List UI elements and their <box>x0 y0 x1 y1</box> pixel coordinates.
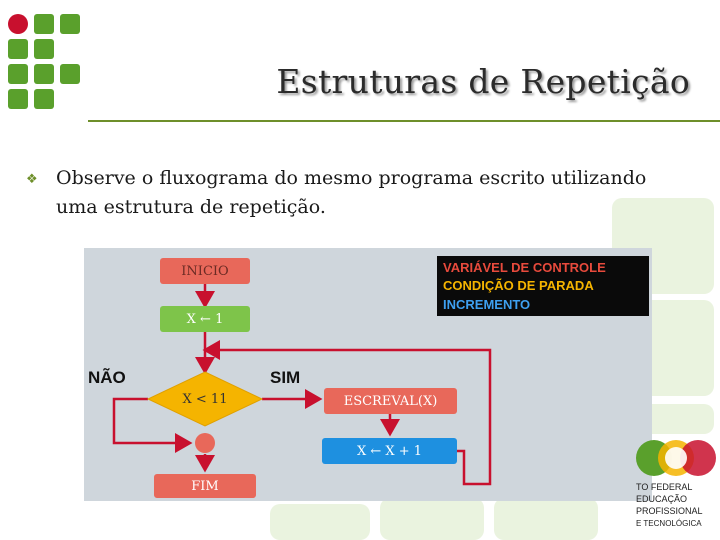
logo-line-3: PROFISSIONAL <box>636 506 703 516</box>
yes-label: SIM <box>270 368 301 387</box>
legend-control-variable: VARIÁVEL DE CONTROLE <box>443 260 606 275</box>
increment-box: X ← X + 1 <box>322 438 457 464</box>
logo-line-1: TO FEDERAL <box>636 482 693 492</box>
body-line-2: uma estrutura de repetição. <box>56 196 326 218</box>
slide-title: Estruturas de Repetição <box>276 62 690 101</box>
legend-increment: INCREMENTO <box>443 297 531 312</box>
write-box: ESCREVAL(X) <box>324 388 457 414</box>
legend-stop-condition: CONDIÇÃO DE PARADA <box>443 278 594 293</box>
init-box: X ← 1 <box>160 306 250 332</box>
institute-logo <box>8 14 82 110</box>
title-divider <box>88 120 720 122</box>
circles-emblem-icon <box>636 440 716 476</box>
condition-diamond <box>146 371 264 427</box>
flowchart-connectors <box>112 284 492 486</box>
legend-box: VARIÁVEL DE CONTROLE CONDIÇÃO DE PARADA … <box>437 256 649 316</box>
logo-line-2: EDUCAÇÃO <box>636 494 688 504</box>
body-line-1: Observe o fluxograma do mesmo programa e… <box>56 167 647 189</box>
flowchart-image: INICIO X ← 1 X < 11 ESCREVAL(X) X ← X + … <box>84 248 652 501</box>
condition-label: X < 11 <box>182 391 228 407</box>
end-box: FIM <box>154 474 256 498</box>
slide-body-text: Observe o fluxograma do mesmo programa e… <box>56 164 706 222</box>
start-box: INICIO <box>160 258 250 284</box>
bottom-institution-logo: TO FEDERAL EDUCAÇÃO PROFISSIONAL E TECNO… <box>636 436 720 540</box>
logo-line-4: E TECNOLÓGICA <box>636 519 702 528</box>
diamond-bullet-icon: ❖ <box>26 172 38 187</box>
merge-connector <box>195 433 215 453</box>
no-label: NÃO <box>88 368 126 387</box>
